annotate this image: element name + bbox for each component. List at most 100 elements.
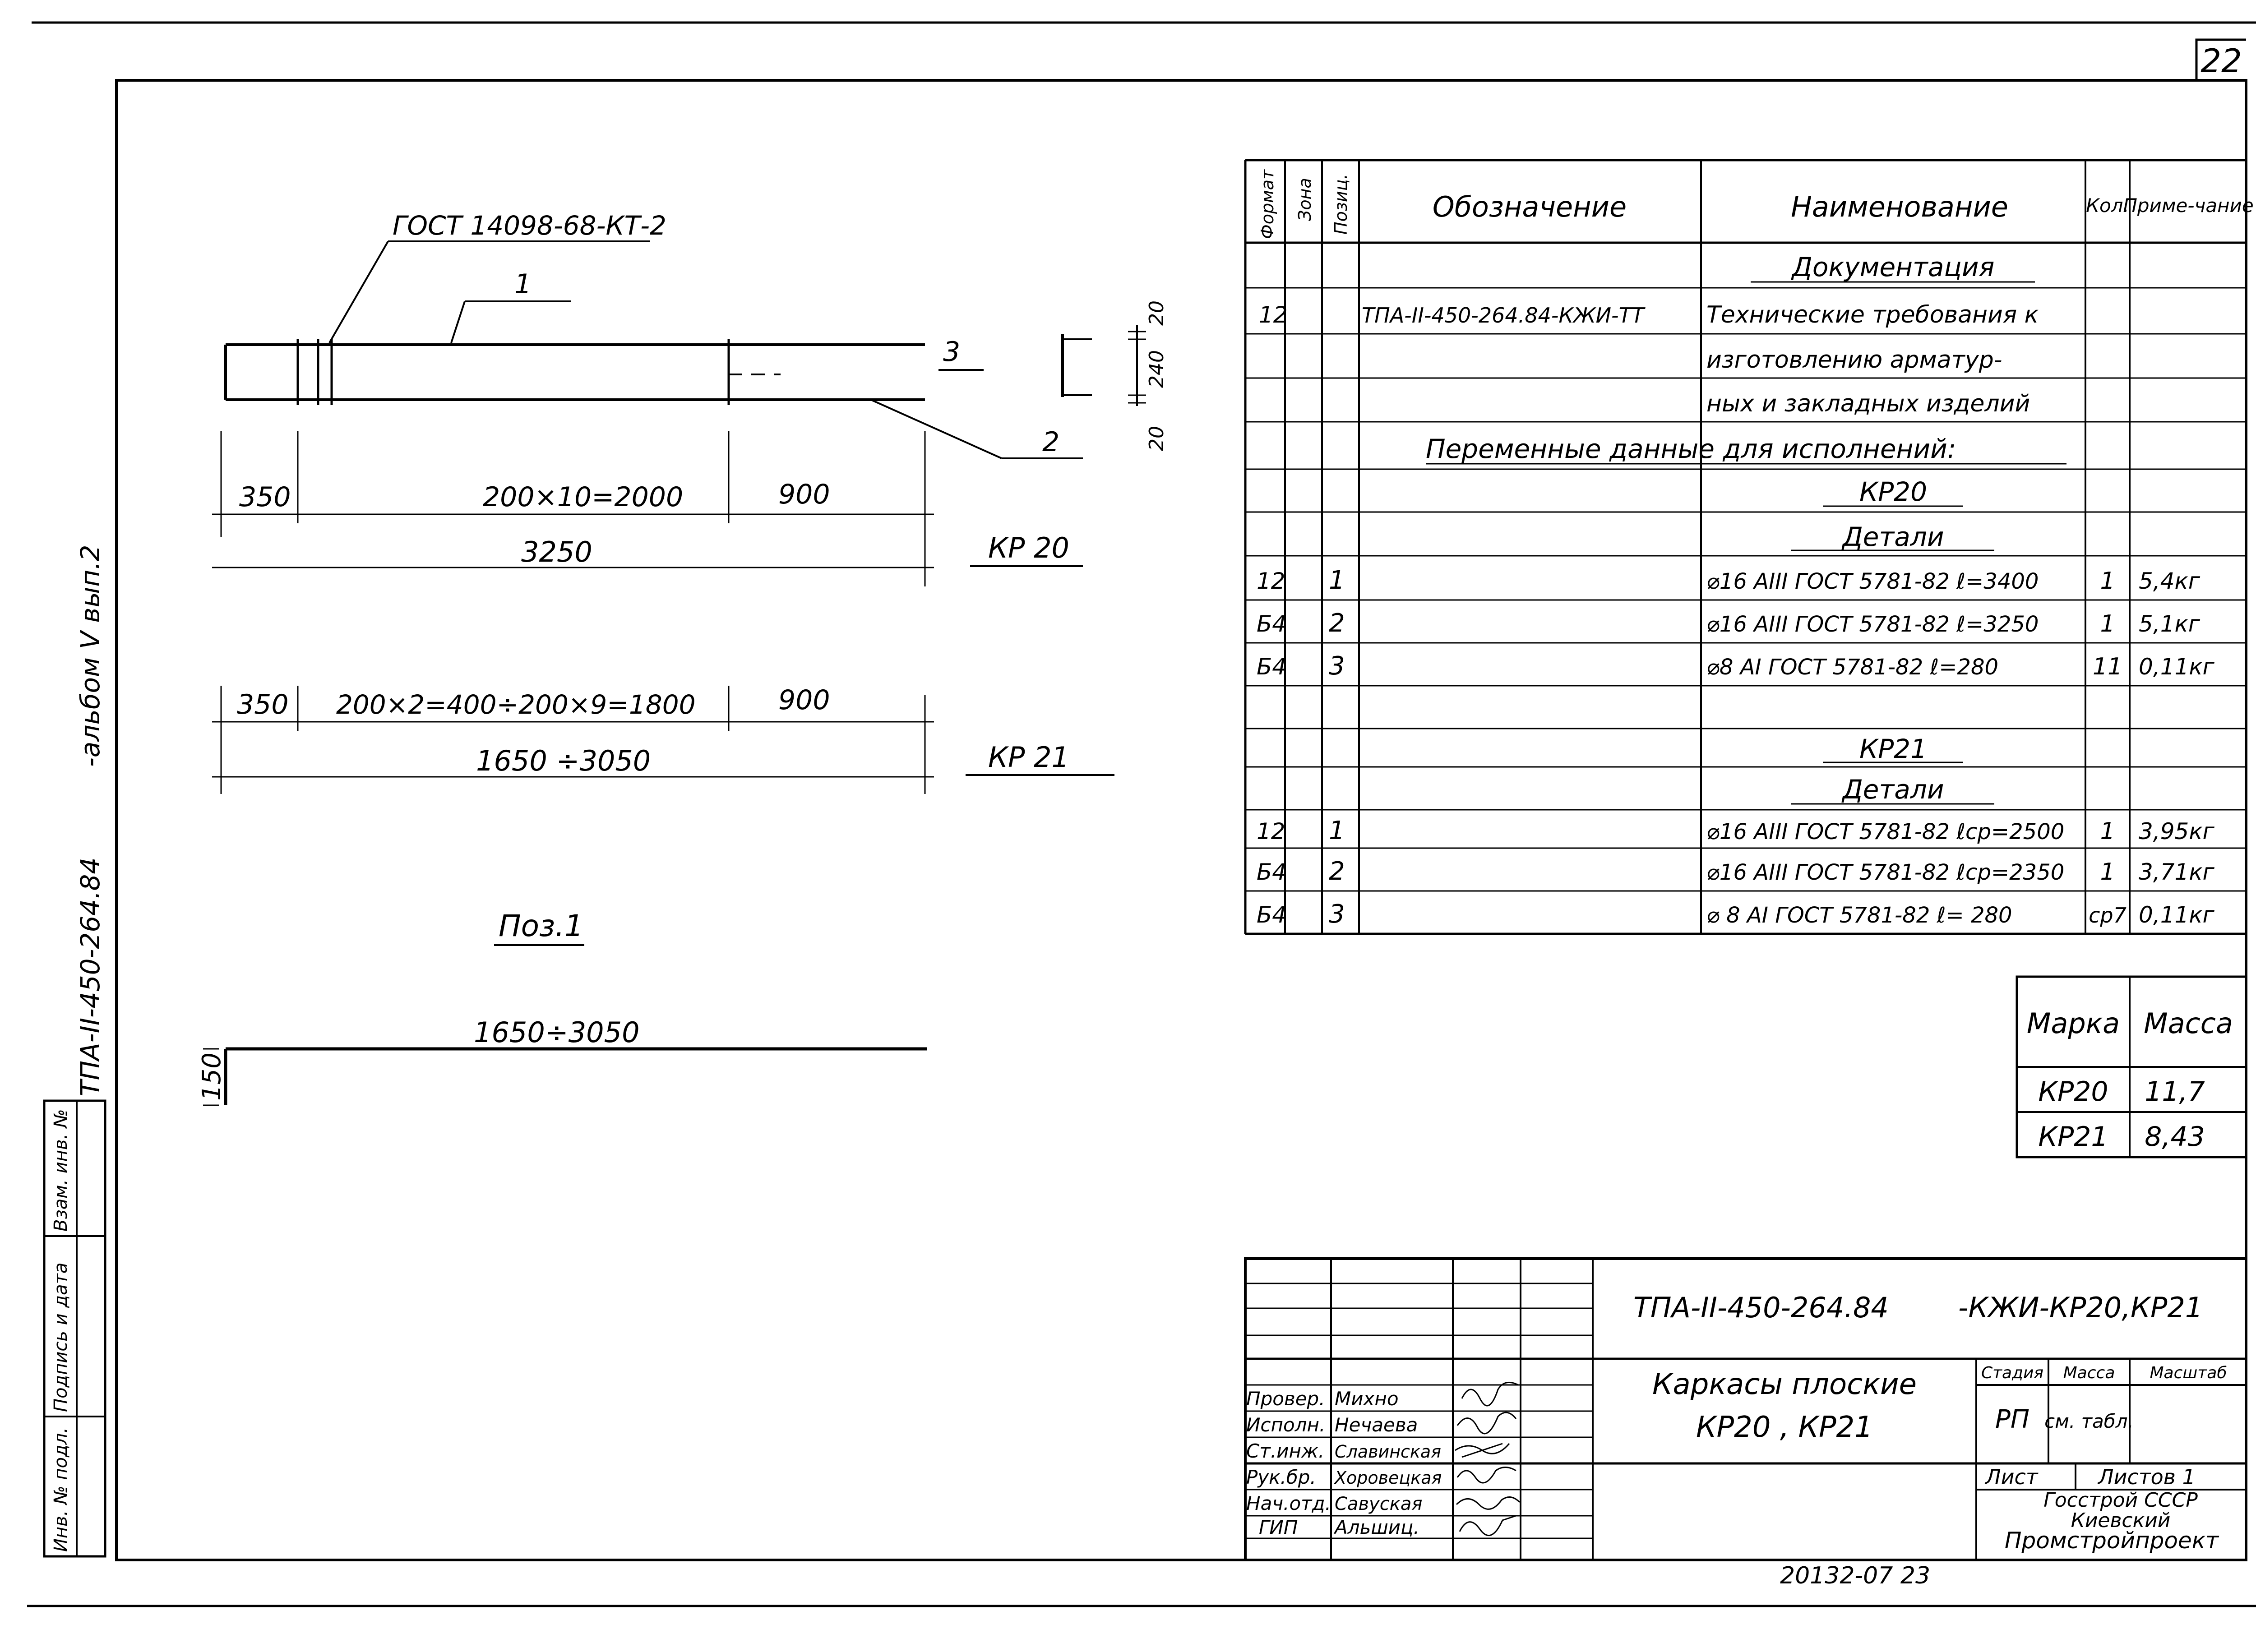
doc-row-designation: ТПА-II-450-264.84-КЖИ-ТТ — [1362, 303, 1646, 328]
left-margin-stamp: Инв. № подл. Подпись и дата Взам. инв. №… — [43, 545, 106, 1558]
kp20-dim-900: 900 — [778, 479, 830, 510]
spec-header-name: Наименование — [1791, 190, 2008, 223]
kp20-row2-pos: 2 — [1329, 609, 1345, 638]
pos-2-label: 2 — [1042, 426, 1059, 458]
kp21-row2-note: 3,71кг — [2139, 859, 2215, 885]
person-3-name: Славинская — [1335, 1442, 1441, 1462]
mass-header-mass: Масса — [2144, 1007, 2233, 1040]
kp21-dim-350: 350 — [237, 689, 289, 720]
kp21-row1-pos: 1 — [1329, 816, 1345, 845]
kp20-row3-format: Б4 — [1257, 654, 1286, 680]
person-5-role: Нач.отд. — [1246, 1492, 1331, 1514]
gost-label: ГОСТ 14098-68-КТ-2 — [393, 210, 666, 241]
spec-variable-data: Переменные данные для исполнений: — [1426, 434, 1956, 464]
signature-6 — [1459, 1515, 1516, 1537]
spec-header-format: Формат — [1257, 169, 1277, 239]
spec-kp21-title: КР21 — [1859, 734, 1927, 764]
kp20-row2-note: 5,1кг — [2139, 611, 2201, 637]
sheet-number: 22 — [2201, 42, 2242, 80]
pos-3-label: 3 — [943, 336, 960, 368]
kp20-row1-qty: 1 — [2100, 568, 2115, 595]
spec-header-zone: Зона — [1295, 178, 1315, 221]
kp20-row2-name: ⌀16 АIII ГОСТ 5781-82 ℓ=3250 — [1706, 612, 2039, 637]
person-6-name: Альшиц. — [1333, 1516, 1419, 1538]
person-4-role: Рук.бр. — [1246, 1466, 1316, 1488]
title-stage: РП — [1995, 1405, 2029, 1434]
person-5-name: Савуская — [1335, 1494, 1422, 1514]
title-doc-suffix: -КЖИ-КР20,КР21 — [1958, 1291, 2203, 1324]
margin-doc-code: ТПА-II-450-264.84 — [75, 858, 106, 1096]
mass-header-mark: Марка — [2027, 1007, 2120, 1040]
title-mass-label: Масса — [2063, 1364, 2115, 1382]
stamp-cell-signature: Подпись и дата — [51, 1263, 71, 1412]
mass-table: Марка Масса КР20 11,7 КР21 8,43 — [2016, 975, 2247, 1158]
person-2-role: Исполн. — [1246, 1414, 1325, 1436]
kp21-dim-900: 900 — [778, 684, 830, 716]
title-sheets-label: Листов 1 — [2097, 1465, 2196, 1489]
kp21-row2-name: ⌀16 АIII ГОСТ 5781-82 ℓср=2350 — [1706, 860, 2064, 885]
kp20-row3-name: ⌀8 АI ГОСТ 5781-82 ℓ=280 — [1706, 655, 1998, 680]
kp21-row1-note: 3,95кг — [2139, 818, 2215, 844]
title-org-line-1: Госстрой СССР — [2043, 1489, 2198, 1512]
kp21-row3-pos: 3 — [1329, 900, 1345, 929]
mass-row2-mass: 8,43 — [2145, 1121, 2205, 1153]
title-line-2: КР20 , КР21 — [1696, 1411, 1873, 1444]
kp20-label: КР 20 — [988, 531, 1069, 564]
kp21-dim-mid: 200×2=400÷200×9=1800 — [336, 689, 696, 720]
margin-album: -альбом V вып.2 — [75, 545, 106, 767]
kp20-row1-format: 12 — [1257, 568, 1285, 594]
poz1-dim-150: 150 — [197, 1052, 227, 1101]
footer-code: 20132-07 23 — [1780, 1562, 1930, 1589]
title-doc-code: ТПА-II-450-264.84 — [1633, 1291, 1889, 1324]
spec-section-docs: Документация — [1791, 252, 1995, 282]
spec-header-designation: Обозначение — [1433, 190, 1627, 223]
kp21-label: КР 21 — [988, 741, 1069, 774]
kp20-row1-note: 5,4кг — [2139, 568, 2201, 594]
person-6-role: ГИП — [1259, 1516, 1298, 1538]
kp21-row3-name: ⌀ 8 АI ГОСТ 5781-82 ℓ= 280 — [1706, 903, 2012, 928]
kp21-dim-total: 1650 ÷3050 — [476, 744, 651, 777]
title-org-line-2: Киевский — [2071, 1509, 2171, 1532]
poz1-title: Поз.1 — [499, 909, 583, 943]
person-1-role: Провер. — [1246, 1388, 1325, 1410]
kp21-row2-format: Б4 — [1257, 859, 1286, 885]
signature-1 — [1461, 1381, 1519, 1407]
poz1-dim-length: 1650÷3050 — [474, 1016, 640, 1049]
mass-row1-mass: 11,7 — [2145, 1076, 2205, 1107]
kp21-row2-qty: 1 — [2100, 858, 2115, 886]
title-scale-label: Масштаб — [2150, 1364, 2227, 1382]
title-block: ТПА-II-450-264.84 -КЖИ-КР20,КР21 Каркасы… — [1244, 1257, 2247, 1561]
kp20-dim-total: 3250 — [521, 535, 592, 568]
doc-row-name-2: изготовлению арматур- — [1706, 346, 2002, 374]
stamp-cell-inv: Инв. № подл. — [51, 1427, 71, 1552]
spec-kp20-details: Детали — [1841, 521, 1944, 552]
kp20-row2-qty: 1 — [2100, 610, 2115, 637]
signature-2 — [1456, 1412, 1517, 1435]
signature-5 — [1456, 1496, 1521, 1510]
pos-1-label: 1 — [514, 268, 532, 300]
dim-20-top: 20 — [1145, 300, 1168, 326]
dim-240: 240 — [1145, 350, 1168, 388]
kp20-dim-mid: 200×10=2000 — [483, 481, 683, 513]
person-2-name: Нечаева — [1335, 1414, 1418, 1436]
kp20-row1-name: ⌀16 АIII ГОСТ 5781-82 ℓ=3400 — [1706, 569, 2039, 594]
kp21-row3-note: 0,11кг — [2139, 902, 2215, 928]
spec-kp21-details: Детали — [1841, 774, 1944, 805]
title-stage-label: Стадия — [1981, 1364, 2043, 1382]
kp21-row1-name: ⌀16 АIII ГОСТ 5781-82 ℓср=2500 — [1706, 819, 2064, 844]
signature-3 — [1455, 1443, 1510, 1458]
person-3-role: Ст.инж. — [1246, 1440, 1324, 1462]
kp20-row3-pos: 3 — [1329, 651, 1345, 681]
spec-header-pos: Позиц. — [1331, 174, 1351, 235]
title-sheet-label: Лист — [1984, 1465, 2039, 1489]
stamp-cell-replace: Взам. инв. № — [51, 1109, 71, 1232]
person-4-name: Хоровецкая — [1334, 1468, 1442, 1488]
doc-row-name-3: ных и закладных изделий — [1706, 390, 2030, 417]
kp20-row3-qty: 11 — [2093, 653, 2122, 680]
kp21-row3-qty: ср7 — [2089, 903, 2127, 928]
signature-4 — [1456, 1467, 1516, 1484]
frame-drawing: ГОСТ 14098-68-КТ-2 1 3 2 20 240 20 — [197, 210, 1168, 1106]
dim-20-bottom: 20 — [1145, 426, 1168, 451]
kp21-row1-qty: 1 — [2100, 818, 2115, 845]
